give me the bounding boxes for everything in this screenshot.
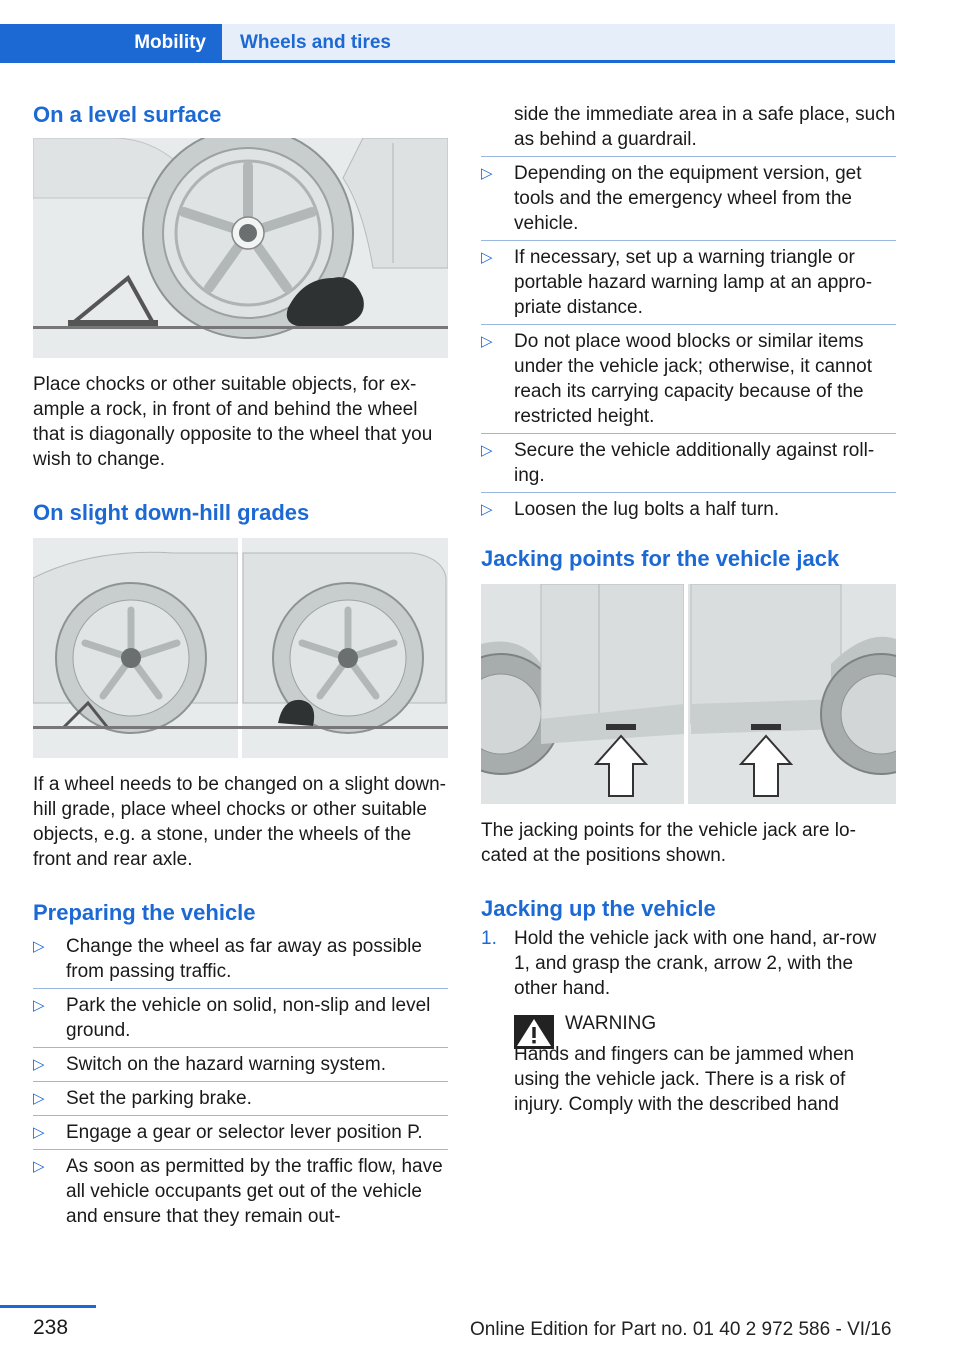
bullet-arrow-icon: ▷ bbox=[481, 501, 493, 518]
list-item: ▷Depending on the equipment version, get… bbox=[481, 157, 896, 241]
preparing-vehicle-list: ▷Change the wheel as far away as possibl… bbox=[33, 930, 448, 1233]
left-column: On a level surface bbox=[33, 96, 448, 1233]
list-item: ▷If necessary, set up a warning triangle… bbox=[481, 241, 896, 325]
figure-down-hill bbox=[33, 538, 448, 758]
warning-title: WARNING bbox=[565, 1013, 657, 1034]
bullet-arrow-icon: ▷ bbox=[33, 1124, 45, 1141]
heading-level-surface: On a level surface bbox=[33, 102, 222, 127]
tab-wheels-and-tires[interactable]: Wheels and tires bbox=[222, 24, 895, 62]
right-column: side the immediate area in a safe place,… bbox=[481, 96, 896, 1117]
figure-jacking-points bbox=[481, 584, 896, 804]
bullet-arrow-icon: ▷ bbox=[33, 1056, 45, 1073]
header-divider bbox=[0, 60, 895, 63]
paragraph-level-surface: Place chocks or other suitable objects, … bbox=[33, 374, 433, 470]
heading-jacking-up: Jacking up the vehicle bbox=[481, 896, 716, 921]
paragraph-jacking-points: The jacking points for the vehicle jack … bbox=[481, 820, 856, 866]
page-header: Mobility Wheels and tires bbox=[0, 24, 895, 62]
list-item: ▷Loosen the lug bolts a half turn. bbox=[481, 499, 780, 520]
bullet-arrow-icon: ▷ bbox=[33, 997, 45, 1014]
list-item: ▷Change the wheel as far away as possibl… bbox=[33, 930, 448, 989]
list-item: ▷Set the parking brake. bbox=[33, 1082, 448, 1116]
bullet-arrow-icon: ▷ bbox=[481, 249, 493, 266]
tab-mobility[interactable]: Mobility bbox=[0, 24, 222, 62]
jacking-steps-list: 1. Hold the vehicle jack with one hand, … bbox=[481, 926, 896, 1001]
list-item: ▷Park the vehicle on solid, non-slip and… bbox=[33, 989, 448, 1048]
list-item: ▷Do not place wood blocks or similar ite… bbox=[481, 325, 896, 434]
list-item: ▷Secure the vehicle additionally against… bbox=[481, 434, 896, 493]
list-item: ▷As soon as permitted by the traffic flo… bbox=[33, 1156, 443, 1227]
heading-preparing-vehicle: Preparing the vehicle bbox=[33, 900, 256, 925]
preparation-continued-list: ▷Depending on the equipment version, get… bbox=[481, 157, 896, 526]
paragraph-down-hill: If a wheel needs to be changed on a slig… bbox=[33, 774, 447, 870]
bullet-arrow-icon: ▷ bbox=[33, 938, 45, 955]
list-item: ▷Engage a gear or selector lever positio… bbox=[33, 1116, 448, 1150]
edition-note: Online Edition for Part no. 01 40 2 972 … bbox=[470, 1319, 892, 1340]
bullet-arrow-icon: ▷ bbox=[33, 1090, 45, 1107]
warning-triangle-icon bbox=[514, 1015, 554, 1049]
step-number: 1. bbox=[481, 928, 497, 949]
list-item: 1. Hold the vehicle jack with one hand, … bbox=[481, 928, 877, 999]
heading-jacking-points: Jacking points for the vehicle jack bbox=[481, 546, 840, 571]
warning-text: Hands and fingers can be jammed when usi… bbox=[514, 1044, 855, 1115]
page-number: 238 bbox=[33, 1316, 69, 1339]
bullet-arrow-icon: ▷ bbox=[33, 1158, 45, 1175]
bullet-arrow-icon: ▷ bbox=[481, 442, 493, 459]
heading-down-hill: On slight down-hill grades bbox=[33, 500, 310, 525]
footer-divider bbox=[0, 1305, 96, 1308]
bullet-arrow-icon: ▷ bbox=[481, 165, 493, 182]
bullet-arrow-icon: ▷ bbox=[481, 333, 493, 350]
figure-level-surface bbox=[33, 138, 448, 358]
continued-text: side the immediate area in a safe place,… bbox=[481, 102, 896, 157]
warning-box: WARNING Hands and fingers can be jammed … bbox=[481, 1011, 896, 1117]
list-item: ▷Switch on the hazard warning system. bbox=[33, 1048, 448, 1082]
